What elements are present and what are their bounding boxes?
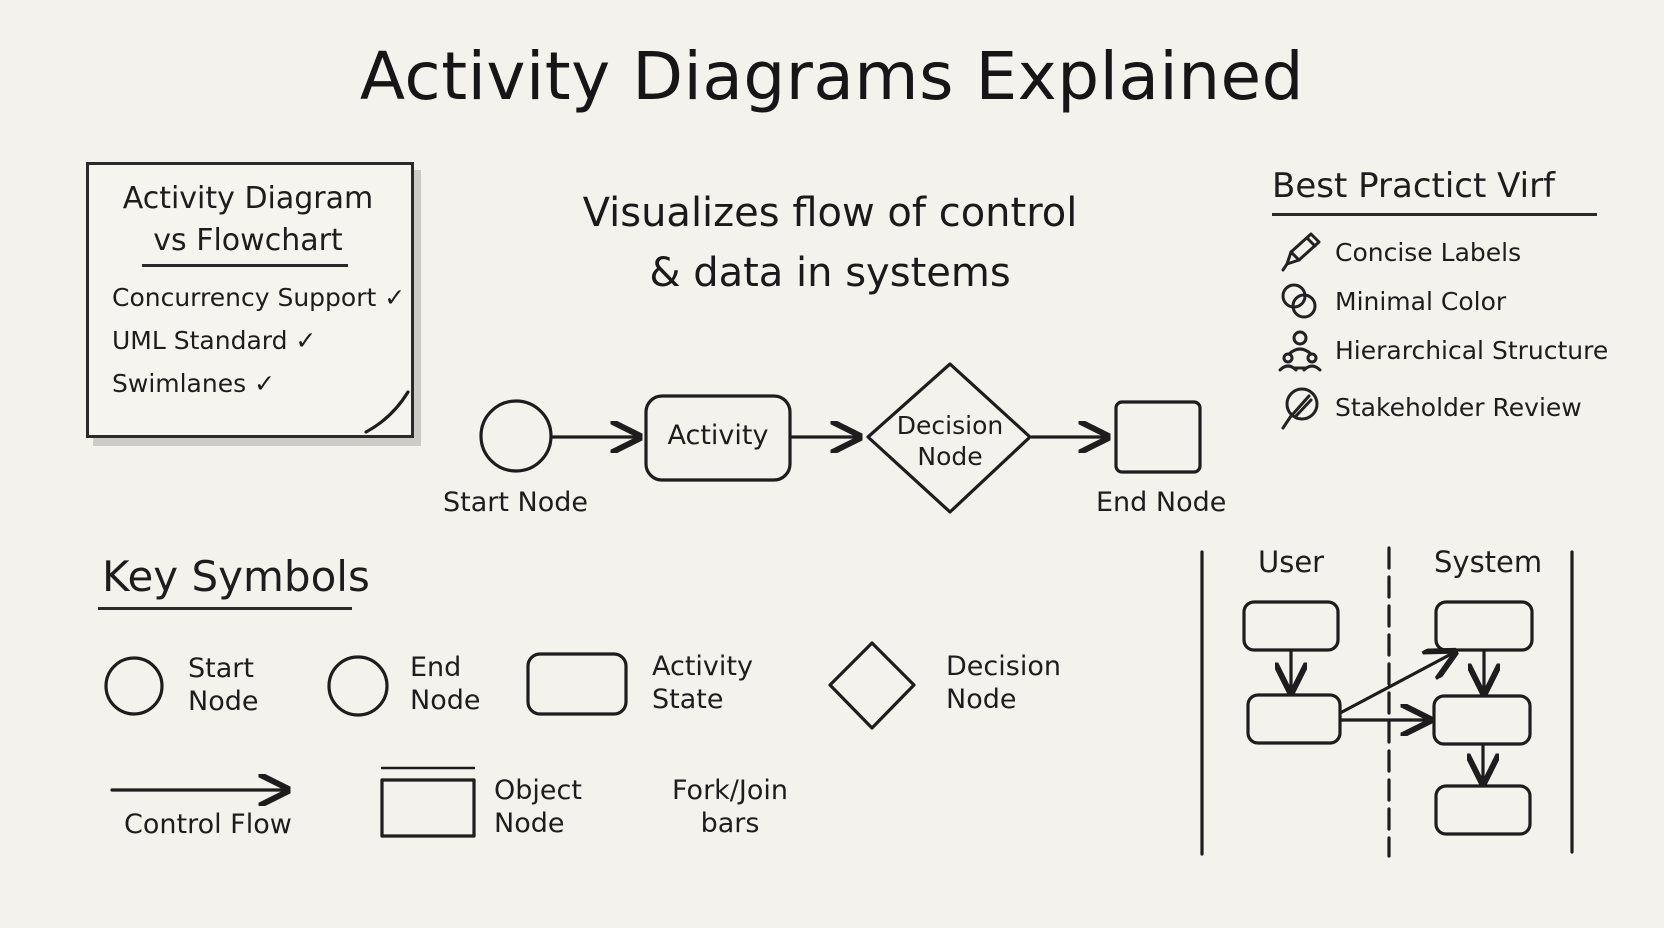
best-practice-minimal-color: Minimal Color	[1335, 287, 1507, 316]
key-activity-state-label: Activity State	[652, 650, 753, 716]
key-end-node-label-line-1: End	[410, 652, 462, 683]
flow-decision-node	[866, 362, 1032, 514]
key-end-node-symbol	[327, 655, 389, 717]
best-practice-stakeholder-review: Stakeholder Review	[1335, 393, 1582, 422]
key-decision-node-label-line-1: Decision	[946, 651, 1061, 682]
flow-decision-label-line-2: Node	[917, 442, 983, 471]
key-object-node-symbol	[380, 778, 476, 838]
key-activity-state-label-line-2: State	[652, 684, 724, 715]
key-decision-node-label-line-2: Node	[946, 684, 1017, 715]
key-symbols-underline	[98, 607, 352, 610]
key-start-node-label: Start Node	[188, 652, 258, 718]
comparison-note-title-line-2: vs Flowchart	[153, 223, 343, 258]
flow-activity-label: Activity	[667, 420, 769, 451]
key-fork-join-label-line-1: Fork/Join	[671, 775, 788, 806]
comparison-item-uml: UML Standard ✓	[112, 326, 317, 355]
flow-decision-label-line-1: Decision	[896, 411, 1004, 440]
best-practice-concise-labels: Concise Labels	[1335, 238, 1522, 267]
subtitle: Visualizes flow of control & data in sys…	[540, 183, 1120, 303]
key-start-node-symbol	[104, 656, 164, 716]
flow-start-label: Start Node	[443, 487, 589, 518]
note-folded-corner	[364, 390, 410, 434]
key-object-node-label-line-2: Node	[494, 808, 565, 839]
subtitle-line-1: Visualizes flow of control	[582, 190, 1078, 236]
flow-start-node	[479, 399, 553, 473]
key-decision-node-symbol	[828, 641, 916, 730]
swimlane-user-label: User	[1258, 545, 1325, 579]
key-start-node-label-line-1: Start	[188, 653, 254, 684]
comparison-note-title-line-1: Activity Diagram	[122, 181, 374, 216]
key-object-node-label: Object Node	[494, 774, 582, 840]
flow-end-node	[1114, 400, 1202, 474]
swimlane-system-box-3	[1434, 784, 1532, 836]
key-activity-state-label-line-1: Activity	[652, 651, 753, 682]
key-activity-state-symbol	[526, 652, 628, 716]
pencil-icon	[1281, 232, 1321, 272]
page-title: Activity Diagrams Explained	[359, 38, 1305, 115]
comparison-item-concurrency: Concurrency Support ✓	[112, 283, 406, 312]
key-end-node-label-line-2: Node	[410, 685, 481, 716]
key-decision-node-label: Decision Node	[946, 650, 1061, 716]
people-hierarchy-icon	[1278, 330, 1322, 372]
swimlane-arrow-user-2-to-system-1	[1340, 652, 1455, 714]
best-practices-heading: Best Practict Virf	[1272, 166, 1556, 206]
key-fork-join-label: Fork/Join bars	[660, 774, 800, 840]
swimlane-user-box-1	[1242, 600, 1340, 652]
comparison-note-title: Activity Diagram vs Flowchart	[108, 178, 388, 262]
subtitle-line-2: & data in systems	[649, 250, 1011, 296]
swimlane-system-box-1	[1434, 600, 1534, 652]
swimlane-system-box-2	[1432, 694, 1532, 746]
comparison-note-underline	[142, 264, 348, 267]
comparison-item-swimlanes: Swimlanes ✓	[112, 369, 276, 398]
swimlane-user-box-2	[1246, 693, 1342, 745]
review-pen-icon	[1281, 387, 1319, 430]
flow-activity-node	[644, 394, 792, 482]
flow-end-label: End Node	[1096, 487, 1227, 518]
key-symbols-heading: Key Symbols	[102, 552, 370, 601]
flow-decision-label: Decision Node	[880, 410, 1020, 472]
key-object-node-label-line-1: Object	[494, 775, 582, 806]
color-circles-icon	[1281, 283, 1317, 319]
best-practice-hierarchical-structure: Hierarchical Structure	[1335, 336, 1609, 365]
key-start-node-label-line-2: Node	[188, 686, 259, 717]
key-fork-join-label-line-2: bars	[700, 808, 760, 839]
key-control-flow-label: Control Flow	[124, 809, 292, 840]
comparison-note	[86, 162, 414, 438]
swimlane-system-label: System	[1434, 545, 1543, 579]
best-practices-underline	[1272, 213, 1597, 216]
key-end-node-label: End Node	[410, 651, 480, 717]
